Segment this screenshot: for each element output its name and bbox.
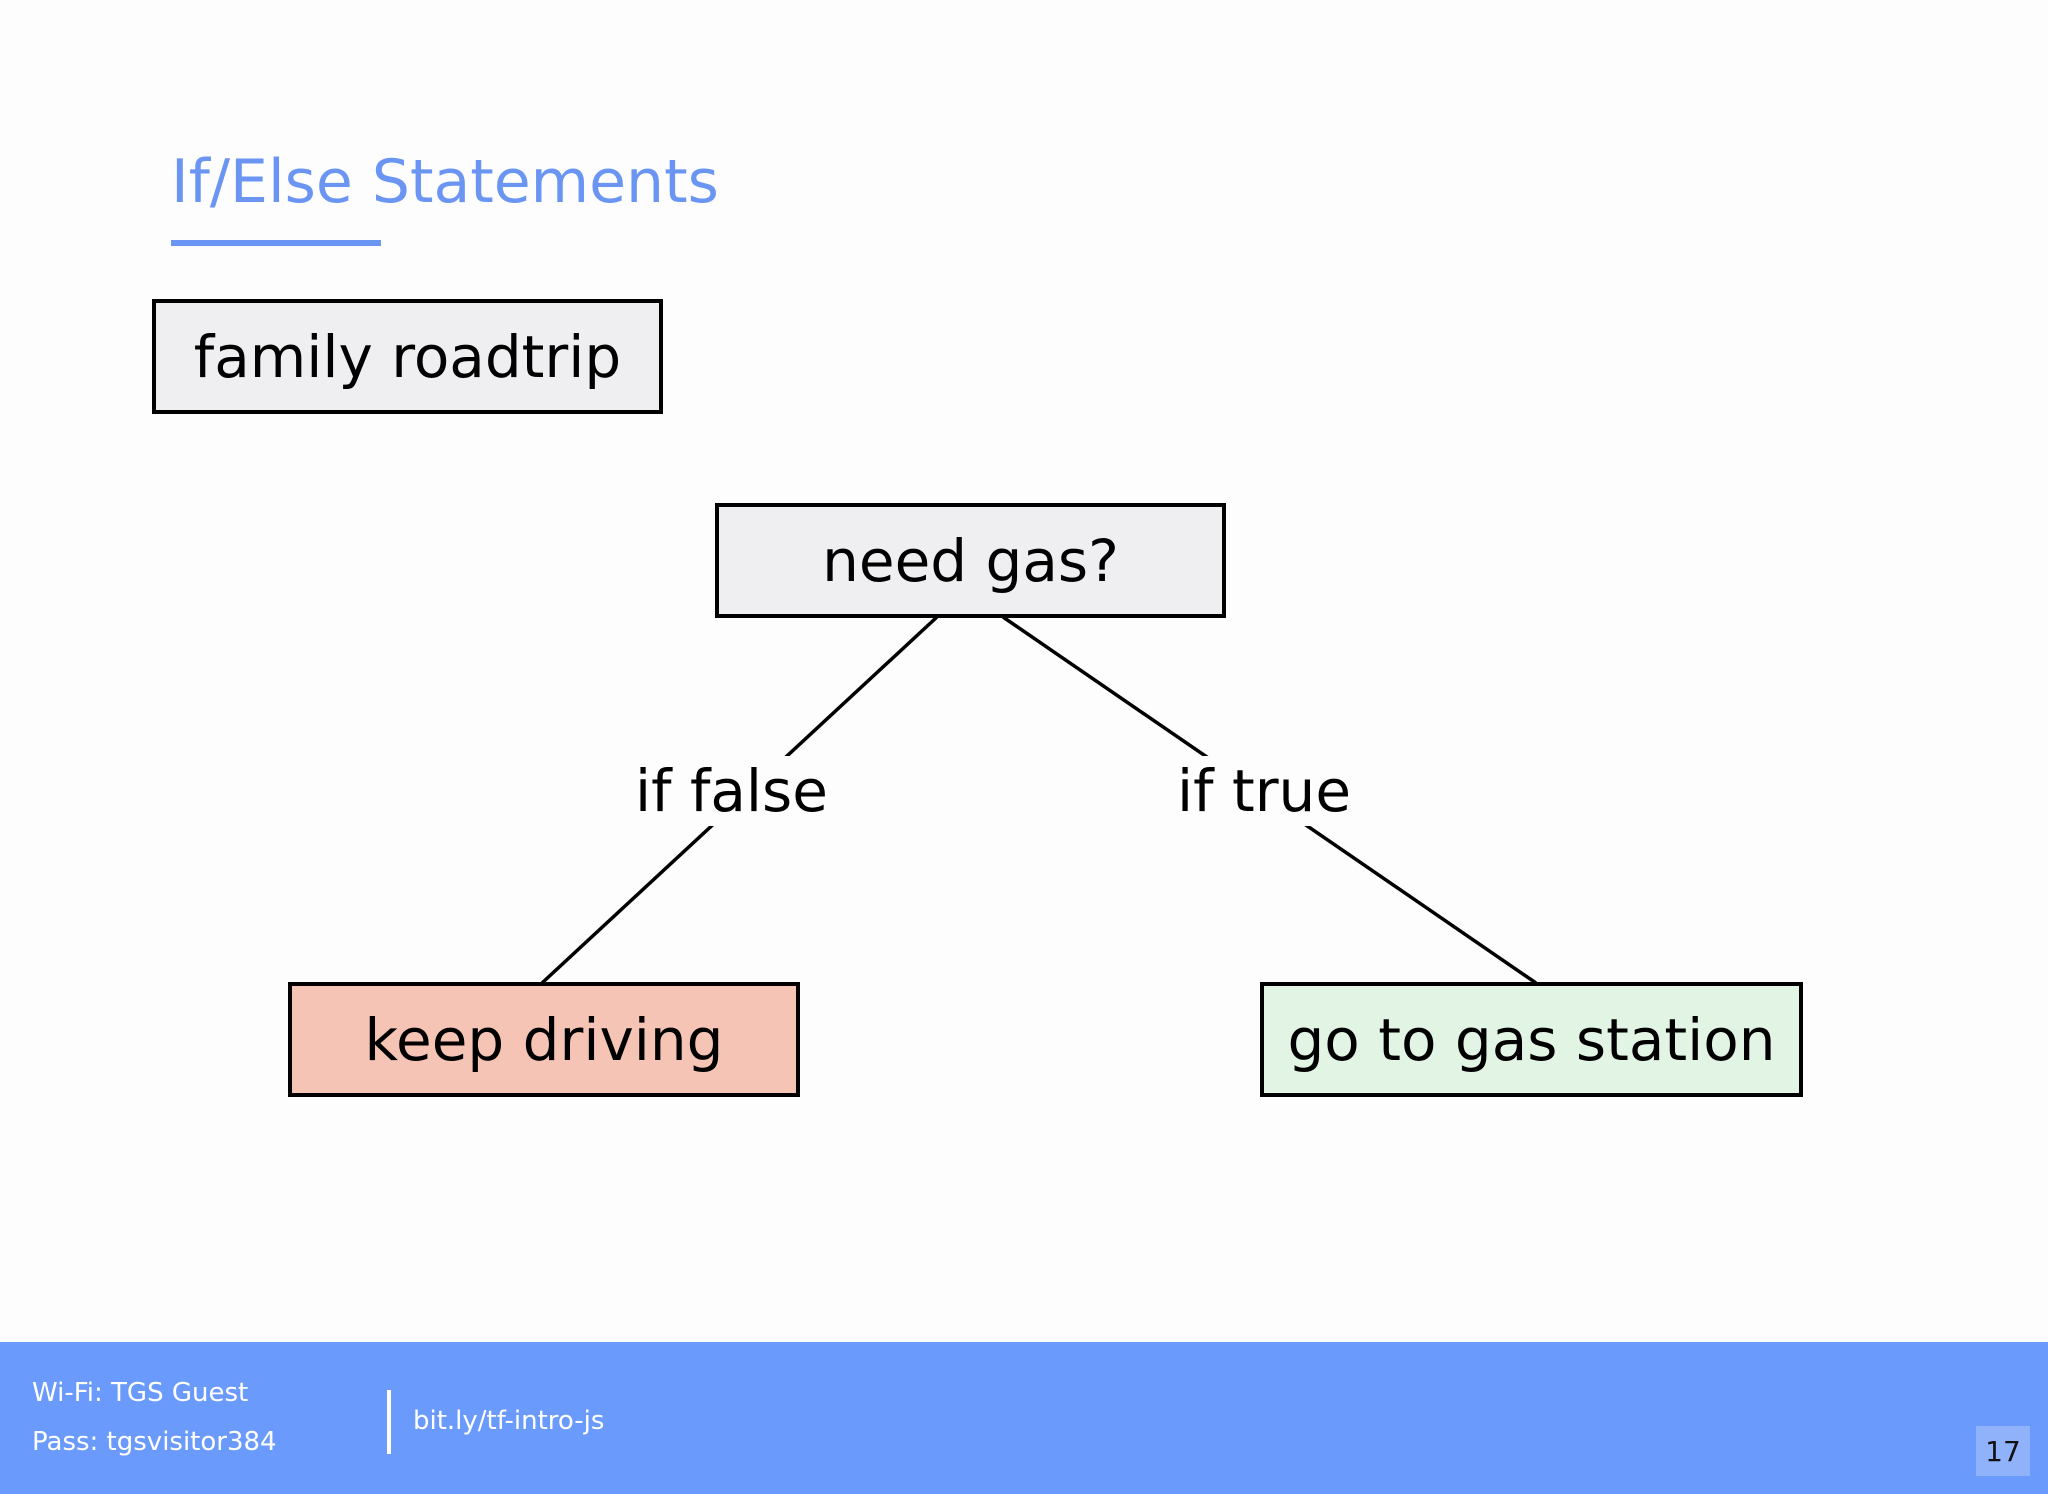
question-box: need gas? [715, 503, 1226, 618]
true-outcome-box: go to gas station [1260, 982, 1803, 1097]
title-underline [171, 240, 381, 246]
connector-lines [540, 615, 1537, 985]
branch-label-false: if false [625, 756, 838, 826]
footer-link[interactable]: bit.ly/tf-intro-js [413, 1406, 605, 1436]
footer-password: Pass: tgsvisitor384 [32, 1427, 277, 1457]
branch-label-true: if true [1167, 756, 1361, 826]
page-number: 17 [1976, 1426, 2030, 1476]
slide-title: If/Else Statements [171, 147, 719, 217]
footer-divider [387, 1390, 391, 1454]
footer-wifi: Wi-Fi: TGS Guest [32, 1378, 249, 1408]
context-box: family roadtrip [152, 299, 663, 414]
false-outcome-box: keep driving [288, 982, 800, 1097]
footer-bar: Wi-Fi: TGS Guest Pass: tgsvisitor384 bit… [0, 1342, 2048, 1494]
